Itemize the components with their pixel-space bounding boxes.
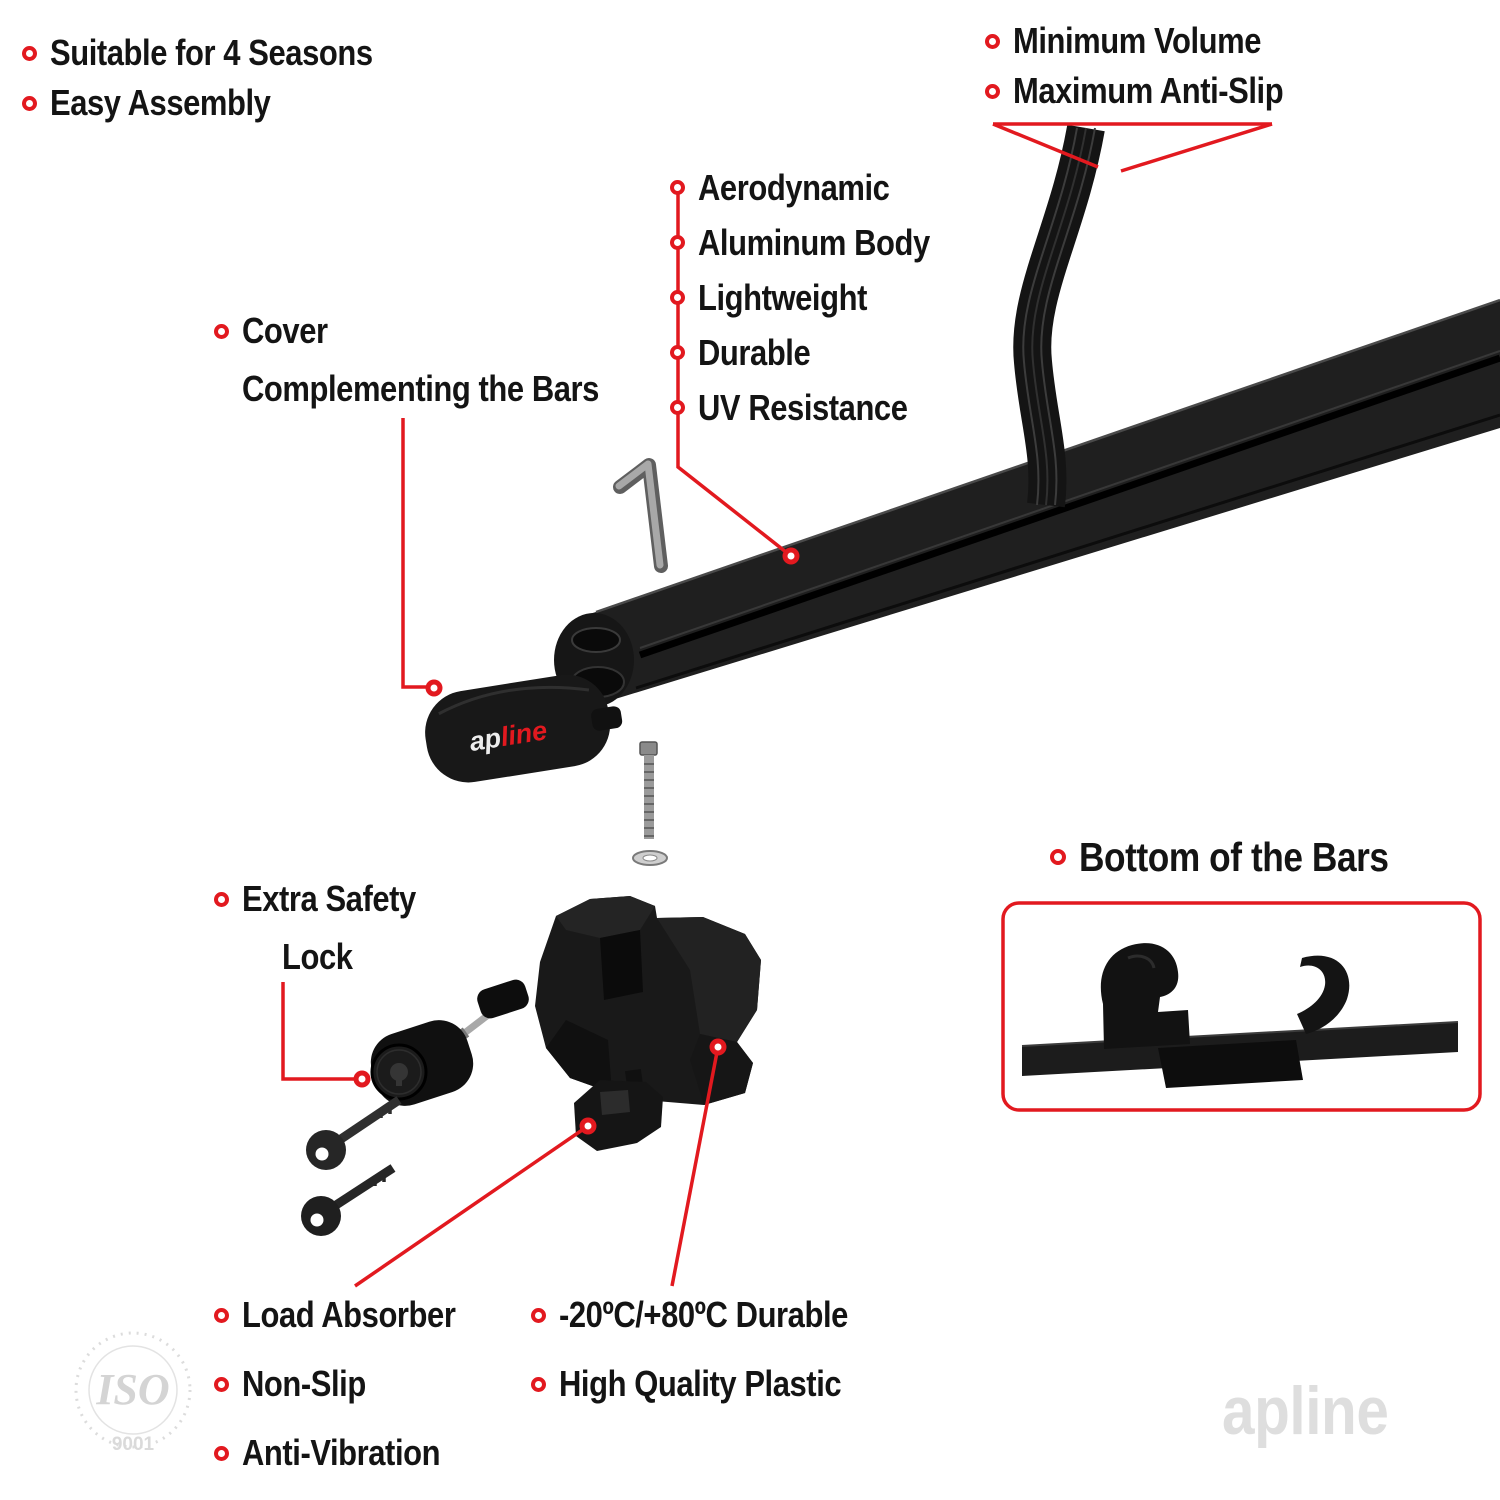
list-item: Load Absorber <box>214 1292 490 1338</box>
list-item: Extra Safety <box>214 876 444 922</box>
feature-label: Suitable for 4 Seasons <box>50 32 373 73</box>
feature-label: Maximum Anti-Slip <box>1013 70 1284 111</box>
feature-label: UV Resistance <box>698 386 908 428</box>
cover-label-line2: Complementing the Bars <box>242 368 599 409</box>
list-item: -20ºC/+80ºC Durable <box>531 1292 895 1338</box>
list-item: Maximum Anti-Slip <box>985 68 1327 114</box>
top-left-features: Suitable for 4 Seasons Easy Assembly <box>22 30 425 126</box>
feature-label: Easy Assembly <box>50 82 271 123</box>
bullet-icon <box>985 33 1000 49</box>
feature-label: Aerodynamic <box>698 166 890 208</box>
list-item: Minimum Volume <box>985 18 1327 64</box>
feature-label: Durable <box>698 331 811 373</box>
washer <box>632 850 668 866</box>
feature-label: -20ºC/+80ºC Durable <box>559 1294 848 1335</box>
bullet-icon <box>531 1307 546 1323</box>
bullet-icon <box>214 1376 229 1392</box>
list-item: Non-Slip <box>214 1361 490 1407</box>
bottom-mid-features: -20ºC/+80ºC Durable High Quality Plastic <box>531 1292 895 1407</box>
bullet-icon <box>670 400 685 415</box>
bullet-icon <box>670 345 685 360</box>
safety-lock <box>370 979 529 1106</box>
bullet-icon <box>670 180 685 195</box>
foot-bracket <box>535 896 761 1105</box>
feature-label: High Quality Plastic <box>559 1363 842 1404</box>
connector-lines <box>281 122 1273 1288</box>
bolt <box>639 741 658 839</box>
top-right-features: Minimum Volume Maximum Anti-Slip <box>985 18 1327 114</box>
bracket-claw <box>1100 943 1190 1049</box>
list-item: Lock <box>214 934 444 980</box>
brand-watermark-text: apline <box>1222 1373 1389 1449</box>
bottom-bars-title: Bottom of the Bars <box>1050 832 1439 882</box>
bullet-icon <box>531 1376 546 1392</box>
bracket-foot <box>1158 1040 1303 1088</box>
bottom-left-features: Load Absorber Non-Slip Anti-Vibration <box>214 1292 490 1476</box>
bottom-bars-box <box>1001 901 1482 1112</box>
bullet-icon <box>22 95 37 111</box>
lock-label: Extra Safety Lock <box>214 876 444 980</box>
bullet-icon <box>670 290 685 305</box>
rubber-flap <box>1297 955 1350 1034</box>
iso-title: ISO <box>95 1365 169 1414</box>
bullet-icon <box>214 1445 229 1461</box>
cover-label-line1: Cover <box>242 310 328 351</box>
cover-label: Cover Complementing the Bars <box>214 308 657 412</box>
end-cover: apline <box>425 674 623 783</box>
bullet-icon <box>214 323 229 339</box>
allen-key-icon <box>613 458 668 573</box>
feature-label: Non-Slip <box>242 1363 366 1404</box>
list-item: Complementing the Bars <box>214 366 657 412</box>
bullet-icon <box>985 83 1000 99</box>
bullet-icon <box>1050 849 1066 865</box>
feature-label: Minimum Volume <box>1013 20 1261 61</box>
cover-logo: apline <box>467 715 549 757</box>
list-item: Suitable for 4 Seasons <box>22 30 425 76</box>
connector-dots <box>353 547 800 1135</box>
feature-item: Aluminum Body <box>670 215 968 270</box>
cover-logo-suffix: line <box>498 715 549 752</box>
clamp-plate <box>574 1068 663 1151</box>
cover-logo-prefix: ap <box>467 723 503 758</box>
feature-item: UV Resistance <box>670 380 968 435</box>
feature-label: Anti-Vibration <box>242 1432 441 1473</box>
feature-item: Durable <box>670 325 968 380</box>
bullet-icon <box>214 1307 229 1323</box>
iso-subtitle: 9001 <box>112 1434 155 1455</box>
feature-label: Load Absorber <box>242 1294 456 1335</box>
rubber-strip <box>1013 124 1105 508</box>
feature-item: Aerodynamic <box>670 160 968 215</box>
list-item: Cover <box>214 308 657 354</box>
lock-label-line2: Lock <box>282 936 353 977</box>
lock-label-line1: Extra Safety <box>242 878 416 919</box>
feature-label: Lightweight <box>698 276 867 318</box>
feature-item: Lightweight <box>670 270 968 325</box>
iso-badge: ISO 9001 <box>74 1331 192 1455</box>
bullet-icon <box>670 235 685 250</box>
bottom-bars-label: Bottom of the Bars <box>1079 833 1389 880</box>
list-item: Bottom of the Bars <box>1050 832 1439 882</box>
bullet-icon <box>214 891 229 907</box>
keys <box>301 1096 402 1236</box>
list-item: Anti-Vibration <box>214 1430 490 1476</box>
bullet-icon <box>22 45 37 61</box>
list-item: Easy Assembly <box>22 80 425 126</box>
list-item: High Quality Plastic <box>531 1361 895 1407</box>
bar-feature-list: Aerodynamic Aluminum Body Lightweight Du… <box>670 160 968 435</box>
brand-watermark: apline <box>1222 1372 1416 1450</box>
feature-label: Aluminum Body <box>698 221 930 263</box>
